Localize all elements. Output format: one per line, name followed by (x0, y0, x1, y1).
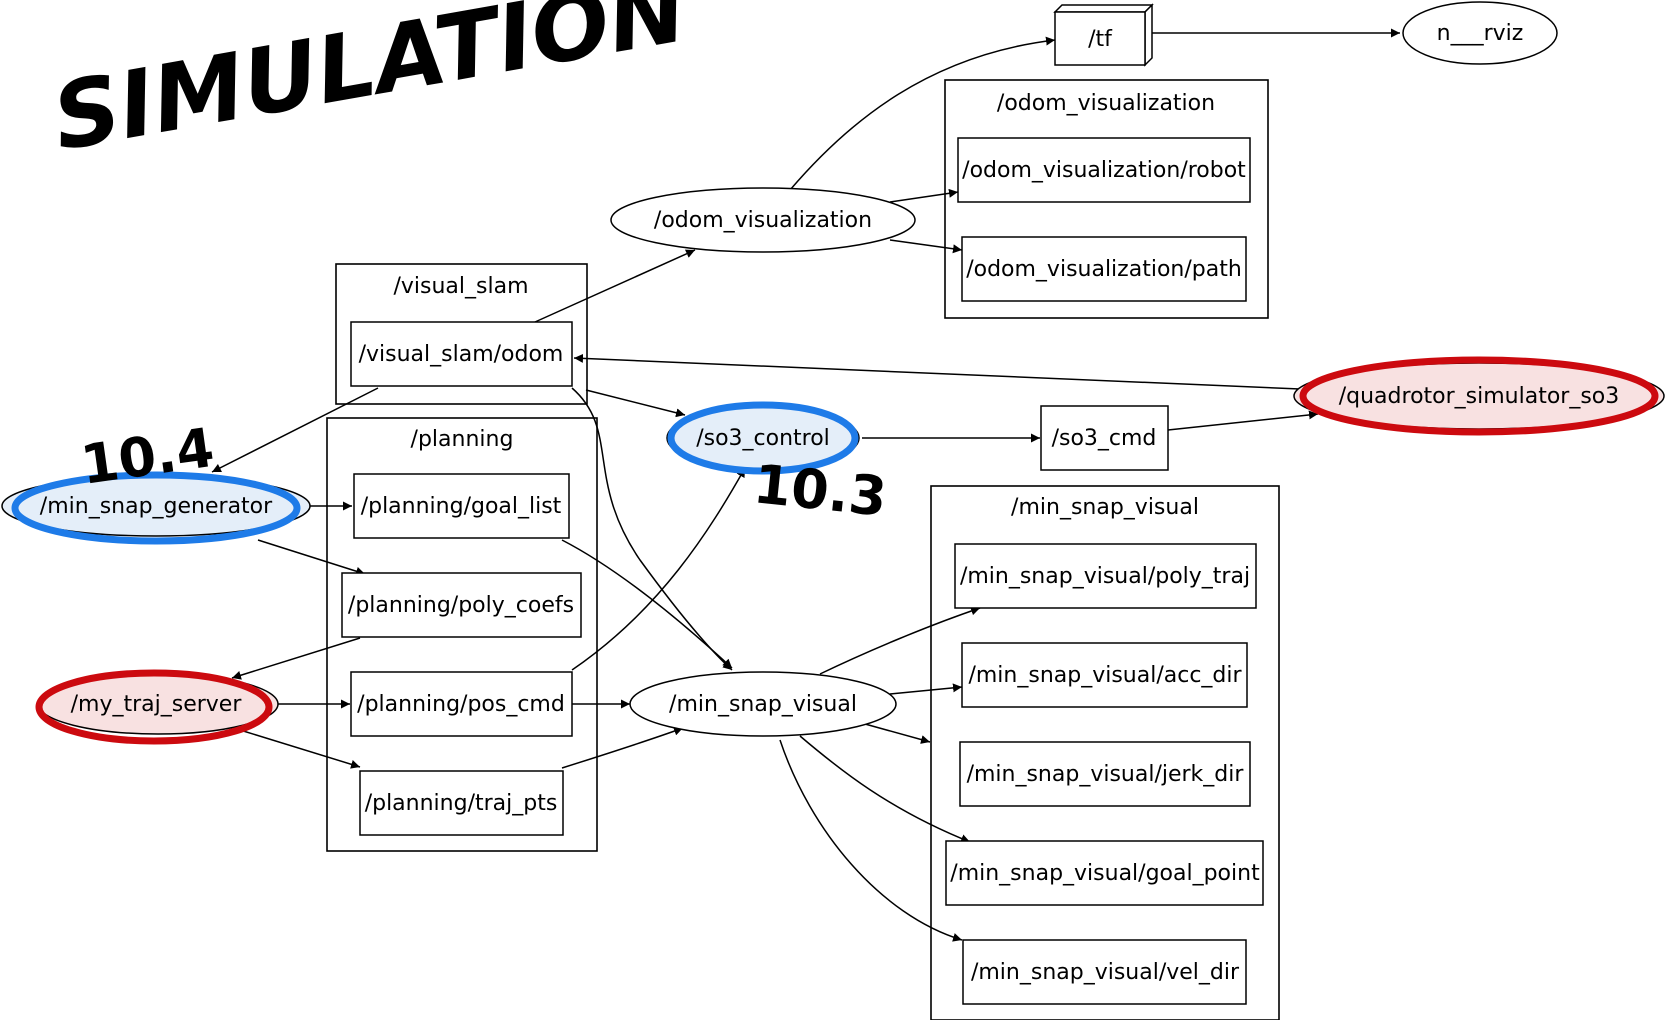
edge (573, 353, 1301, 390)
edge (257, 539, 366, 576)
cluster-odom-visualization: /odom_visualization (944, 79, 1269, 319)
node-so3-cmd[interactable]: /so3_cmd (1040, 405, 1169, 471)
edge (799, 735, 971, 843)
edge (571, 387, 733, 671)
node-label: /odom_visualization (654, 208, 872, 233)
edge (561, 539, 733, 669)
node-label: /min_snap_visual/poly_traj (960, 564, 1250, 589)
node-label: /min_snap_generator (40, 494, 273, 519)
node-label: n___rviz (1437, 21, 1524, 46)
edge (534, 249, 696, 323)
edge (211, 387, 379, 473)
edge (231, 637, 361, 680)
node-jerk-dir[interactable]: /min_snap_visual/jerk_dir (959, 741, 1251, 807)
cluster-min-snap-visual: /min_snap_visual (930, 485, 1280, 1020)
node-label: /visual_slam/odom (359, 342, 564, 367)
node-quadrotor-simulator[interactable]: /quadrotor_simulator_so3 (1293, 356, 1665, 436)
node-my-traj-server[interactable]: /my_traj_server (35, 669, 279, 745)
node-goal-point[interactable]: /min_snap_visual/goal_point (945, 840, 1264, 906)
node-label: /min_snap_visual/acc_dir (968, 663, 1242, 688)
cluster-label: /odom_visualization (997, 91, 1215, 116)
node-min-snap-visual[interactable]: /min_snap_visual (629, 671, 897, 737)
edge (819, 606, 981, 675)
node-label: /min_snap_visual/goal_point (950, 861, 1260, 886)
node-label: /odom_visualization/robot (962, 158, 1246, 183)
node-acc-dir[interactable]: /min_snap_visual/acc_dir (961, 642, 1248, 708)
edge (779, 739, 963, 942)
cluster-label: /min_snap_visual (1011, 495, 1199, 520)
edge (889, 239, 963, 254)
node-odom-vis-path[interactable]: /odom_visualization/path (961, 236, 1247, 302)
node-label: /planning/goal_list (361, 494, 562, 519)
node-label: /min_snap_visual/vel_dir (971, 960, 1240, 985)
node-goal-list[interactable]: /planning/goal_list (353, 473, 570, 539)
node-label: /my_traj_server (71, 692, 243, 717)
cluster-label: /visual_slam (393, 274, 528, 299)
edge (1167, 410, 1319, 431)
blue-highlight-ring (667, 401, 859, 475)
node-odom-vis-robot[interactable]: /odom_visualization/robot (957, 137, 1251, 203)
node-so3-control[interactable]: /so3_control (666, 401, 860, 475)
edge (889, 188, 959, 203)
node-label: /tf (1088, 27, 1113, 52)
edge (561, 726, 684, 769)
node-poly-traj[interactable]: /min_snap_visual/poly_traj (954, 543, 1257, 609)
node-poly-coefs[interactable]: /planning/poly_coefs (341, 572, 582, 638)
node-traj-pts[interactable]: /planning/traj_pts (359, 770, 564, 836)
cluster-visual-slam: /visual_slam (335, 263, 588, 405)
node-label: /min_snap_visual/jerk_dir (967, 762, 1245, 787)
node-label: /odom_visualization/path (966, 257, 1242, 282)
edge (239, 729, 361, 769)
annotation-note-b: 10.3 (751, 452, 890, 529)
node-label: /min_snap_visual (669, 692, 857, 717)
node-label: /planning/poly_coefs (348, 593, 574, 618)
node-label: /planning/pos_cmd (357, 692, 565, 717)
edge (789, 36, 1056, 191)
node-rviz[interactable]: n___rviz (1402, 1, 1558, 65)
node-label: /planning/traj_pts (365, 791, 558, 816)
edge (585, 389, 686, 418)
node-pos-cmd[interactable]: /planning/pos_cmd (350, 671, 573, 737)
node-visual-slam-odom[interactable]: /visual_slam/odom (350, 321, 573, 387)
blue-highlight-ring (11, 471, 301, 545)
edge (889, 683, 963, 695)
edge (864, 723, 931, 744)
annotation-title: SIMULATION (45, 0, 694, 172)
cluster-planning: /planning (326, 417, 598, 852)
cluster-label: /planning (411, 427, 514, 452)
node-min-snap-generator[interactable]: /min_snap_generator (1, 471, 311, 545)
node-label: /so3_cmd (1052, 426, 1157, 451)
node-label: /so3_control (696, 426, 830, 451)
node-odom-visualization[interactable]: /odom_visualization (610, 187, 916, 253)
red-highlight-ring (1299, 356, 1659, 436)
red-highlight-ring (35, 669, 273, 745)
node-tf[interactable]: /tf (1053, 3, 1154, 67)
edge (571, 467, 746, 671)
node-label: /quadrotor_simulator_so3 (1339, 384, 1620, 409)
node-vel-dir[interactable]: /min_snap_visual/vel_dir (962, 939, 1247, 1005)
edges (211, 28, 1400, 942)
